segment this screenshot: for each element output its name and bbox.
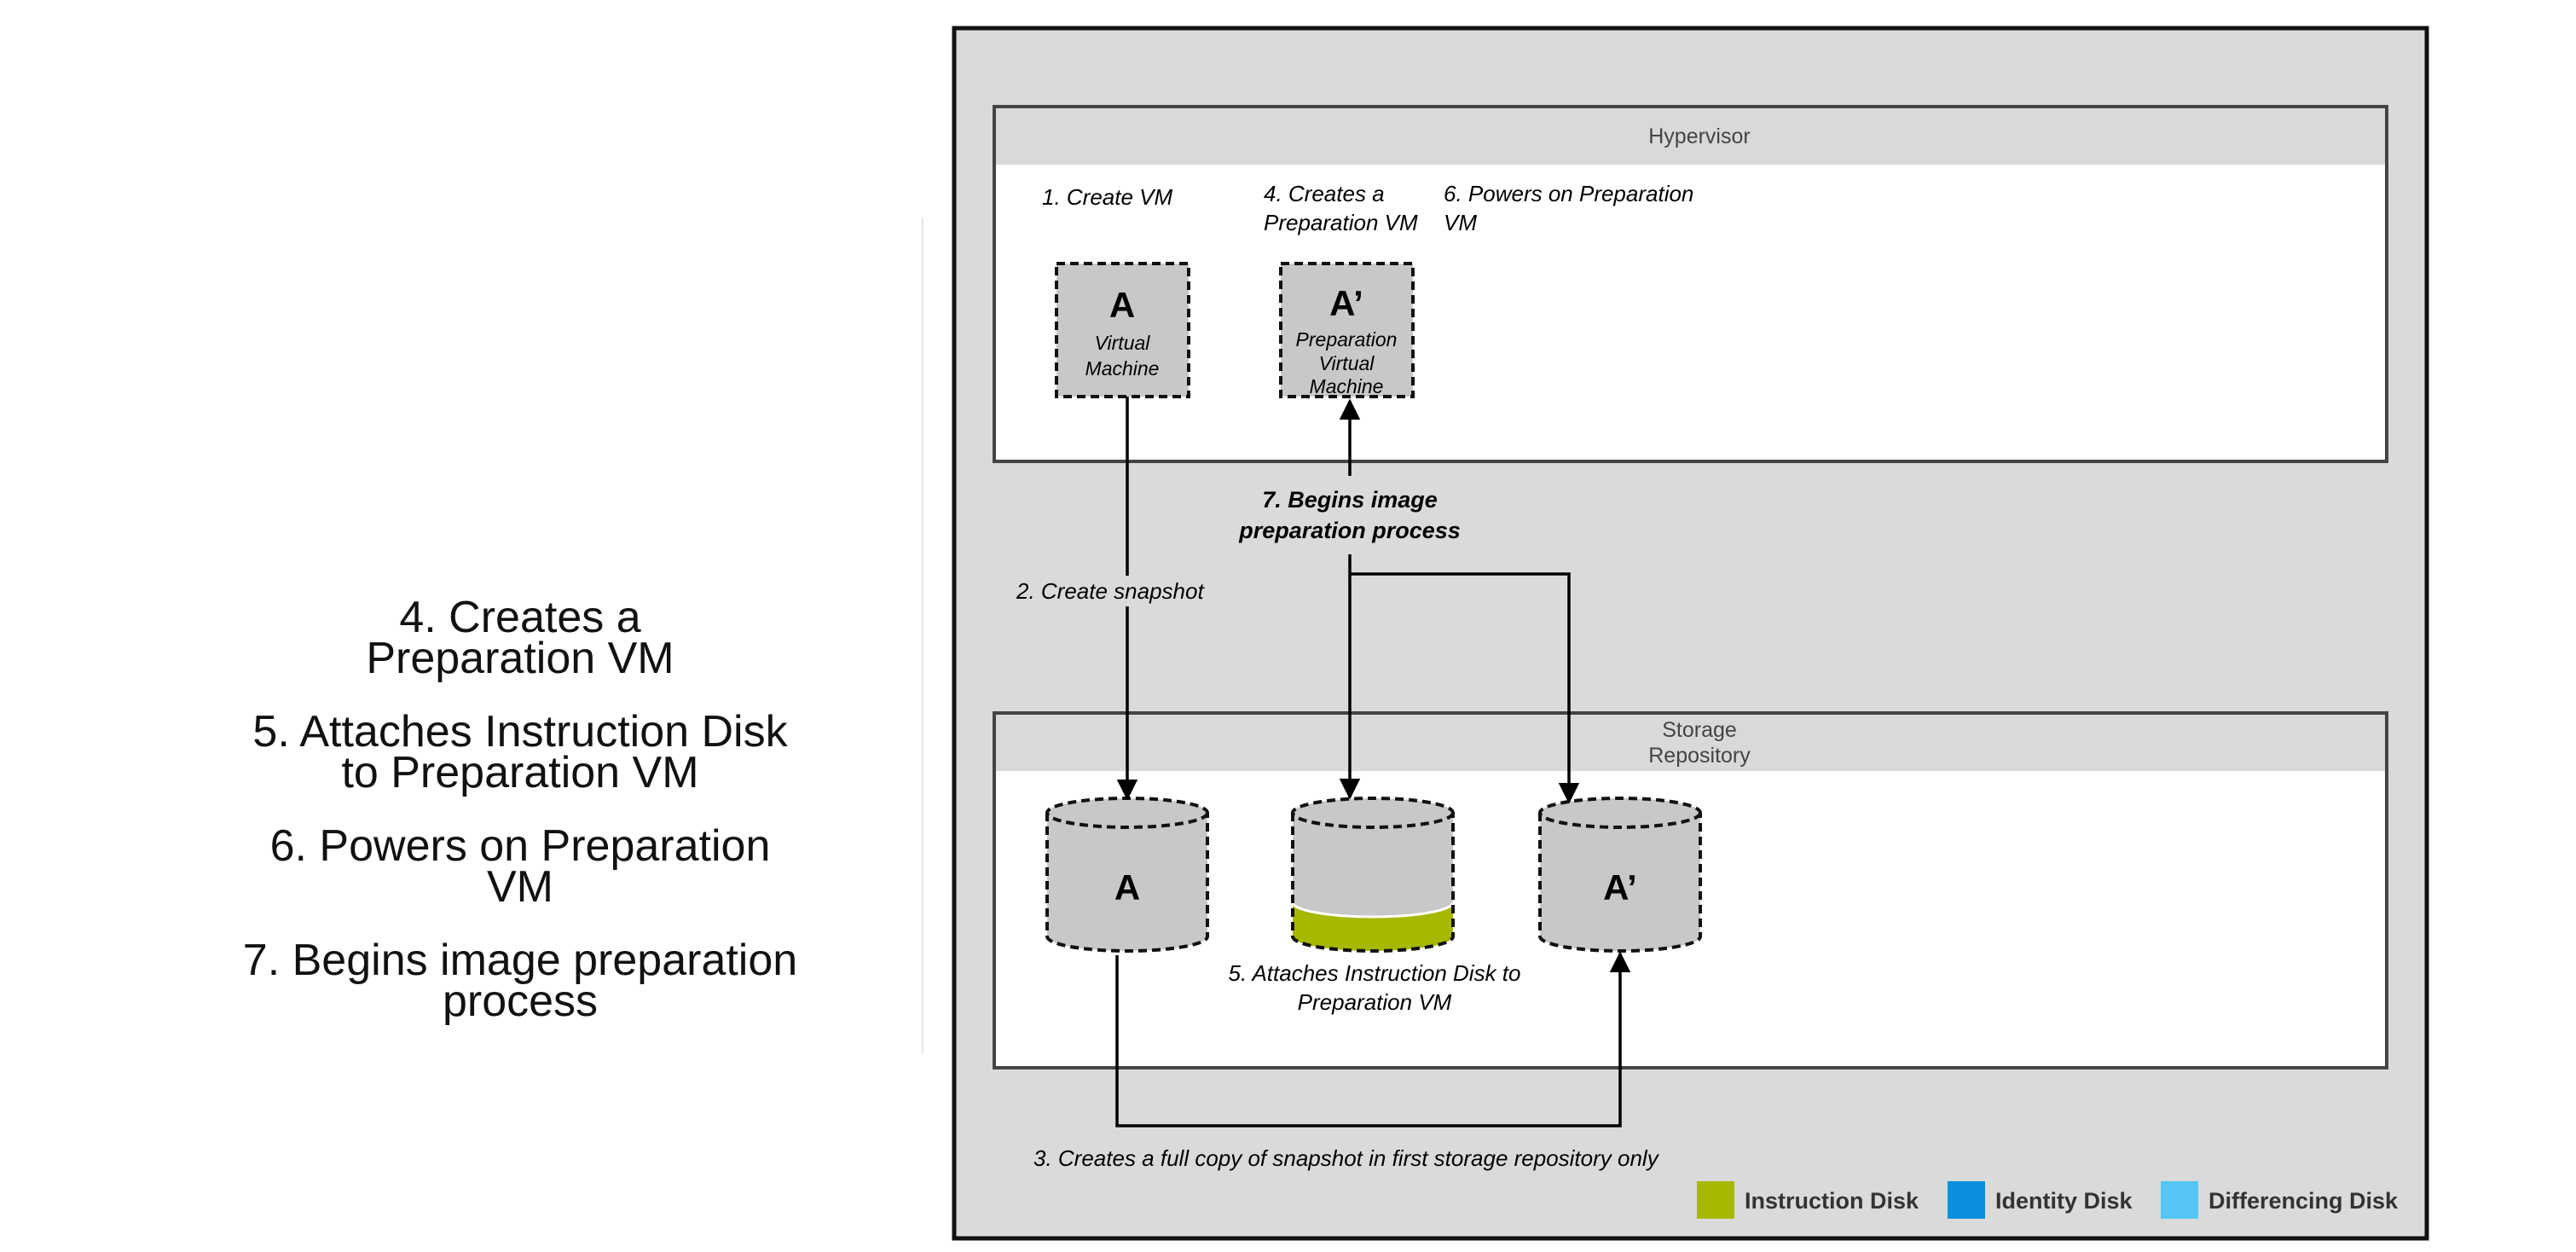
step3-label: 3. Creates a full copy of snapshot in fi… <box>1033 1145 1660 1171</box>
step5-label-line1: 5. Attaches Instruction Disk to <box>1229 960 1521 986</box>
disk-a-prime-letter: A’ <box>1603 867 1637 907</box>
full-copy-arrow <box>1115 951 1631 1127</box>
vm-a-prime: A’ Preparation Virtual Machine <box>1279 262 1415 398</box>
vm-a-prime-label-line3: Machine <box>1310 375 1384 397</box>
step5-label-line2: Preparation VM <box>1298 989 1452 1015</box>
step4-label-line2: Preparation VM <box>1264 210 1418 235</box>
step6-label-line2: VM <box>1444 210 1477 235</box>
step4-label-line1: 4. Creates a <box>1264 181 1385 206</box>
differencing-disk-swatch <box>2161 1181 2198 1219</box>
vm-a-prime-letter: A’ <box>1329 283 1363 323</box>
step1-label: 1. Create VM <box>1042 184 1173 210</box>
hypervisor-header <box>996 108 2385 165</box>
legend-identity-label: Identity Disk <box>1995 1188 2133 1214</box>
prep-arrow <box>1350 572 1580 804</box>
storage-title-line1: Storage <box>1662 718 1737 742</box>
step2-label-bg <box>1015 576 1241 606</box>
identity-disk-swatch <box>1948 1181 1985 1219</box>
list-item: 4. Creates a Preparation VM <box>366 593 674 683</box>
list-item: 7. Begins image preparation process <box>242 936 798 1026</box>
legend-differencing-label: Differencing Disk <box>2208 1188 2399 1214</box>
disk-a: A <box>1045 797 1209 953</box>
divider <box>922 217 923 1053</box>
step7-label-line2: preparation process <box>1238 518 1461 543</box>
step7-label-line1: 7. Begins image <box>1262 487 1438 513</box>
legend-instruction-label: Instruction Disk <box>1745 1188 1919 1214</box>
vm-a: A Virtual Machine <box>1055 262 1190 398</box>
instruction-disk <box>1291 797 1455 953</box>
list-item: 5. Attaches Instruction Disk to Preparat… <box>252 707 788 797</box>
vm-a-prime-label-line1: Preparation <box>1296 328 1398 351</box>
disk-a-prime: A’ <box>1538 797 1702 953</box>
storage-header <box>996 715 2385 771</box>
storage-title-line2: Repository <box>1648 744 1751 768</box>
vm-a-label-line1: Virtual <box>1095 332 1151 354</box>
disk-a-letter: A <box>1114 867 1140 907</box>
vm-a-prime-label-line2: Virtual <box>1319 352 1375 374</box>
hypervisor-box <box>993 105 2388 463</box>
hypervisor-title: Hypervisor <box>1648 125 1750 148</box>
vm-a-letter: A <box>1109 285 1135 325</box>
instruction-disk-swatch <box>1697 1181 1734 1219</box>
list-item: 6. Powers on Preparation VM <box>269 821 771 912</box>
vm-a-label-line2: Machine <box>1085 357 1160 380</box>
step2-label: 2. Create snapshot <box>1016 578 1205 604</box>
step6-label-line1: 6. Powers on Preparation <box>1444 181 1693 206</box>
step-list: 4. Creates a Preparation VM 5. Attaches … <box>171 593 870 1054</box>
legend: Instruction Disk Identity Disk Differenc… <box>1697 1181 2399 1219</box>
